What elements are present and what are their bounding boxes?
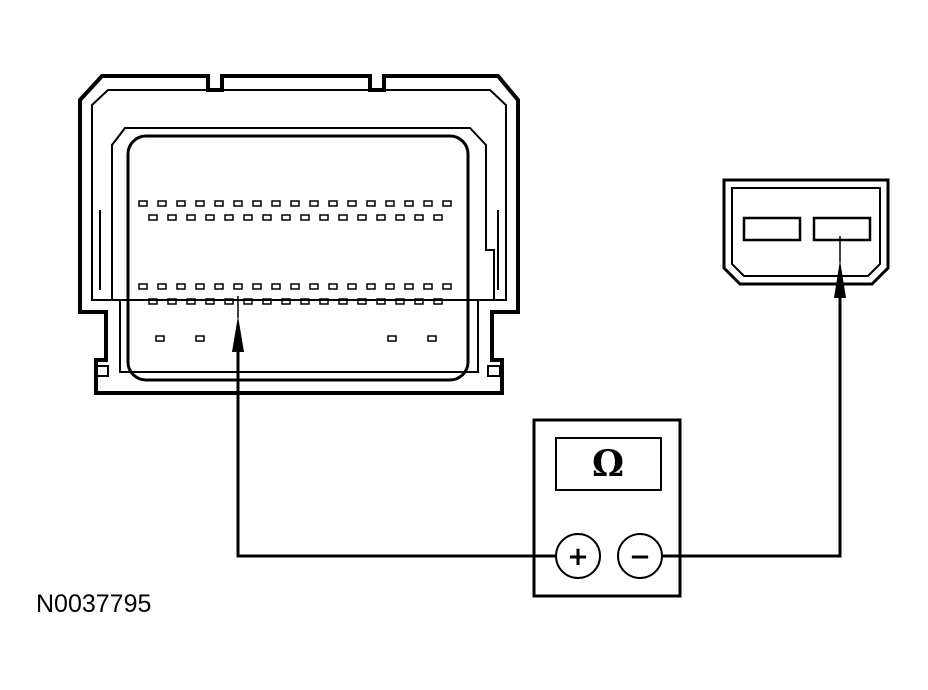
- connector-pin: [176, 283, 186, 290]
- connector-pin: [243, 214, 253, 221]
- connector-pin: [157, 283, 167, 290]
- connector-pin: [290, 200, 300, 207]
- connector-pin: [281, 298, 291, 305]
- connector-pin: [300, 298, 310, 305]
- positive-terminal-label: +: [567, 542, 589, 572]
- ohmmeter: Ω + −: [532, 418, 682, 598]
- connector-pin: [290, 283, 300, 290]
- connector-inner-shell: [91, 89, 507, 373]
- connector-pin: [186, 214, 196, 221]
- connector-pin: [395, 214, 405, 221]
- connector-pin: [281, 214, 291, 221]
- connector-pin: [366, 283, 376, 290]
- connector-face-rim: [111, 127, 495, 301]
- connector-pin: [224, 214, 234, 221]
- connector-pin: [328, 200, 338, 207]
- connector-pin: [387, 335, 397, 342]
- connector-pin: [309, 283, 319, 290]
- connector-pin: [262, 298, 272, 305]
- connector-pin: [414, 214, 424, 221]
- connector-pin: [338, 214, 348, 221]
- connector-pin: [148, 298, 158, 305]
- connector-pin: [195, 335, 205, 342]
- connector-pin: [404, 200, 414, 207]
- connector-outer-shell: [78, 74, 520, 395]
- connector-pin: [157, 200, 167, 207]
- connector-pin: [319, 298, 329, 305]
- connector-pins: [138, 200, 452, 342]
- connector-pin: [385, 283, 395, 290]
- connector-pin: [328, 283, 338, 290]
- connector-pin: [205, 298, 215, 305]
- connector-pin: [138, 200, 148, 207]
- component-connector-inner: [731, 187, 881, 277]
- connector-pin: [357, 298, 367, 305]
- connector-pin: [442, 200, 452, 207]
- connector-pin: [271, 283, 281, 290]
- connector-pin: [233, 283, 243, 290]
- probe-icon: [232, 296, 244, 352]
- connector-pin: [205, 214, 215, 221]
- connector-pin: [176, 200, 186, 207]
- ohmmeter-display: [555, 437, 662, 491]
- connector-pin: [252, 283, 262, 290]
- connector-pin: [167, 298, 177, 305]
- connector-pin: [233, 200, 243, 207]
- connector-pin: [442, 283, 452, 290]
- connector-pin: [262, 214, 272, 221]
- connector-pin: [433, 214, 443, 221]
- connector-pin: [195, 283, 205, 290]
- connector-pin: [404, 283, 414, 290]
- connector-pin: [252, 200, 262, 207]
- connector-pin: [395, 298, 405, 305]
- connector-pin: [423, 200, 433, 207]
- connector-pin: [186, 298, 196, 305]
- connector-pin: [385, 200, 395, 207]
- connector-pin: [214, 200, 224, 207]
- left-foot: [95, 365, 109, 377]
- right-foot: [487, 365, 501, 377]
- connector-pin: [224, 298, 234, 305]
- connector-pin: [338, 298, 348, 305]
- connector-pin: [243, 298, 253, 305]
- connector-pin: [214, 283, 224, 290]
- connector-pin: [366, 200, 376, 207]
- connector-pin: [414, 298, 424, 305]
- connector-pin: [427, 335, 437, 342]
- component-pin-2: [812, 216, 872, 242]
- figure-id-label: N0037795: [36, 590, 152, 618]
- connector-pin: [376, 214, 386, 221]
- probe-icon: [834, 236, 846, 298]
- ohm-symbol: Ω: [592, 443, 624, 485]
- connector-pin: [300, 214, 310, 221]
- component-pin-1: [742, 216, 802, 242]
- connector-pin: [433, 298, 443, 305]
- connector-pin: [347, 283, 357, 290]
- connector-pin: [376, 298, 386, 305]
- connector-pin: [319, 214, 329, 221]
- connector-pin: [195, 200, 205, 207]
- component-connector-body: [722, 178, 890, 286]
- connector-pin: [309, 200, 319, 207]
- connector-pin: [423, 283, 433, 290]
- connector-pin: [167, 214, 177, 221]
- negative-test-lead: [662, 298, 842, 558]
- connector-pin: [148, 214, 158, 221]
- positive-test-lead: [236, 350, 556, 558]
- component-connector: [722, 178, 890, 286]
- connector-pin: [155, 335, 165, 342]
- connector-pin: [271, 200, 281, 207]
- module-connector: [78, 74, 520, 395]
- connector-pin: [347, 200, 357, 207]
- connector-pin: [138, 283, 148, 290]
- connector-face: [126, 134, 470, 382]
- connector-pin: [357, 214, 367, 221]
- negative-terminal-label: −: [629, 542, 651, 572]
